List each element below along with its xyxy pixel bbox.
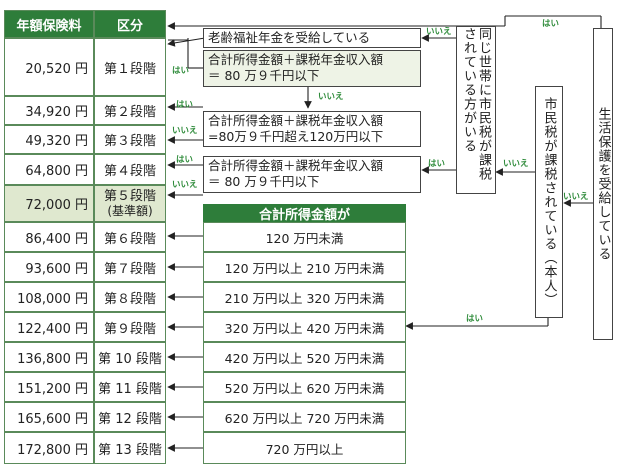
income-condition-b-line2: =80万９千円超え120万円以下: [208, 129, 384, 144]
amount-row-2: 34,920 円: [4, 96, 94, 125]
header-amount: 年額保険料: [4, 10, 94, 38]
income-condition-c-line1: 合計所得金額＋課税年金収入額: [208, 158, 384, 173]
stage-row-3: 第３段階: [94, 125, 166, 154]
stage-row-10: 第 10 段階: [94, 342, 166, 372]
income-condition-a-line1: 合計所得金額＋課税年金収入額: [208, 52, 384, 67]
stage-row-11: 第 11 段階: [94, 372, 166, 402]
welfare-box: 生活保護を受給している: [593, 28, 613, 340]
income-row-1: 120 万円未満: [203, 222, 406, 252]
amount-row-13: 172,800 円: [4, 432, 94, 464]
income-row-5: 420 万円以上 520 万円未満: [203, 342, 406, 372]
label-no-income-c: いいえ: [172, 180, 198, 190]
label-yes-welfare: はい: [542, 19, 560, 29]
label-yes-household: はい: [428, 159, 446, 169]
stage-row-5: 第５段階 (基準額): [94, 185, 166, 222]
label-no-self: いいえ: [503, 159, 529, 169]
label-yes-self: はい: [466, 314, 484, 324]
amount-row-11: 151,200 円: [4, 372, 94, 402]
income-row-6: 520 万円以上 620 万円未満: [203, 372, 406, 402]
income-row-7: 620 万円以上 720 万円未満: [203, 402, 406, 432]
income-condition-b-box: 合計所得金額＋課税年金収入額 =80万９千円超え120万円以下: [203, 111, 421, 147]
amount-row-3: 49,320 円: [4, 125, 94, 154]
income-condition-b-line1: 合計所得金額＋課税年金収入額: [208, 113, 384, 128]
amount-row-6: 86,400 円: [4, 222, 94, 252]
household-taxed-box: 同じ世帯に市民税が課税されている方がいる: [456, 26, 496, 194]
income-condition-a-box: 合計所得金額＋課税年金収入額 ＝ 80 万９千円以下: [203, 50, 421, 87]
stage-row-13: 第 13 段階: [94, 432, 166, 464]
label-yes-pension: はい: [172, 66, 190, 76]
label-no-income-a: いいえ: [318, 92, 344, 102]
income-condition-c-box: 合計所得金額＋課税年金収入額 ＝ 80 万９千円以下: [203, 156, 421, 193]
stage-row-9: 第９段階: [94, 312, 166, 342]
stage-row-4: 第４段階: [94, 154, 166, 185]
header-stage: 区分: [94, 10, 166, 38]
stage-row-8: 第８段階: [94, 282, 166, 312]
pension-condition-text: 老齢福祉年金を受給している: [208, 30, 371, 45]
amount-row-10: 136,800 円: [4, 342, 94, 372]
label-yes-income-b: はい: [176, 100, 194, 110]
stage-row-6: 第６段階: [94, 222, 166, 252]
income-row-3: 210 万円以上 320 万円未満: [203, 282, 406, 312]
pension-condition-box: 老齢福祉年金を受給している: [203, 28, 421, 48]
stage-row-5-note: (基準額): [107, 203, 153, 218]
amount-row-1: 20,520 円: [4, 38, 94, 96]
amount-row-12: 165,600 円: [4, 402, 94, 432]
stage-row-1: 第１段階: [94, 38, 166, 96]
label-no-welfare: いいえ: [563, 192, 589, 202]
stage-row-2: 第２段階: [94, 96, 166, 125]
stage-row-12: 第 12 段階: [94, 402, 166, 432]
label-yes-income-c: はい: [176, 155, 194, 165]
income-row-4: 320 万円以上 420 万円未満: [203, 312, 406, 342]
income-row-8: 720 万円以上: [203, 432, 406, 464]
income-condition-a-line2: ＝ 80 万９千円以下: [208, 68, 320, 83]
income-header: 合計所得金額が: [203, 204, 406, 223]
amount-row-9: 122,400 円: [4, 312, 94, 342]
stage-row-7: 第７段階: [94, 252, 166, 282]
self-taxed-box: 市民税が課税されている（本人）: [535, 86, 563, 318]
amount-row-5: 72,000 円: [4, 185, 94, 222]
amount-row-7: 93,600 円: [4, 252, 94, 282]
income-row-2: 120 万円以上 210 万円未満: [203, 252, 406, 282]
amount-row-4: 64,800 円: [4, 154, 94, 185]
label-no-income-b: いいえ: [172, 126, 198, 136]
amount-row-8: 108,000 円: [4, 282, 94, 312]
label-no-household: いいえ: [426, 27, 452, 37]
income-condition-c-line2: ＝ 80 万９千円以下: [208, 174, 320, 189]
stage-row-5-label: 第５段階: [103, 188, 156, 204]
